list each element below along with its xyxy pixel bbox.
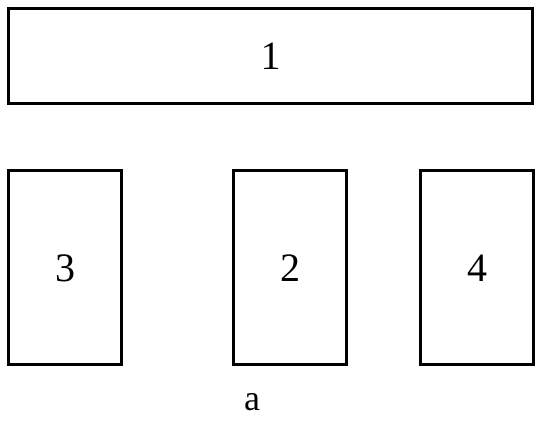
figure-caption: a [244, 378, 260, 418]
box-1: 1 [7, 7, 534, 105]
box-4: 4 [419, 169, 535, 366]
box-2: 2 [232, 169, 348, 366]
box-2-label: 2 [280, 244, 300, 290]
box-3-label: 3 [55, 244, 75, 290]
box-3: 3 [7, 169, 123, 366]
box-1-label: 1 [260, 33, 281, 78]
box-4-label: 4 [467, 244, 487, 290]
